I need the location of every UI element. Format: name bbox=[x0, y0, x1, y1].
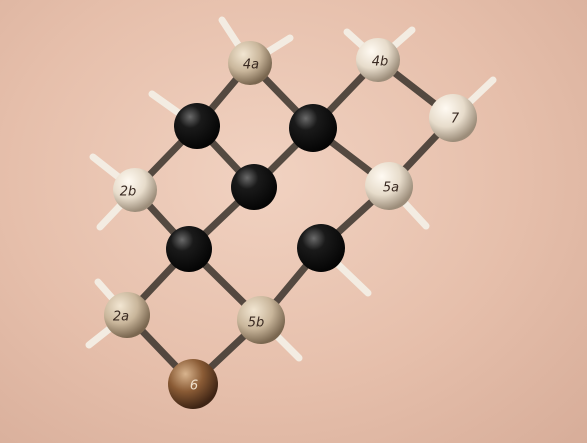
atom-carbon-top-left bbox=[174, 103, 220, 149]
atom-labels: 4a 4b 7 2b 5a 2a 5b 6 bbox=[113, 55, 460, 394]
atom-4b bbox=[356, 38, 400, 82]
atom-label-7: 7 bbox=[451, 112, 460, 127]
atom-label-5a: 5a bbox=[383, 181, 399, 196]
atom-label-2b: 2b bbox=[120, 185, 137, 200]
atom-carbon-mid-left bbox=[166, 226, 212, 272]
atom-5b bbox=[237, 296, 285, 344]
atom-carbon-top-right bbox=[289, 104, 337, 152]
atom-carbon-center bbox=[231, 164, 277, 210]
atom-2a bbox=[104, 292, 150, 338]
atom-carbon-mid-right bbox=[297, 224, 345, 272]
atom-label-6: 6 bbox=[190, 379, 198, 394]
atom-label-4b: 4b bbox=[372, 55, 389, 70]
atom-label-5b: 5b bbox=[248, 316, 265, 331]
atom-label-4a: 4a bbox=[243, 58, 259, 73]
atom-4a bbox=[228, 41, 272, 85]
atom-label-2a: 2a bbox=[113, 310, 129, 325]
atom-5a bbox=[365, 162, 413, 210]
atoms bbox=[104, 38, 477, 409]
atom-7 bbox=[429, 94, 477, 142]
atom-6 bbox=[168, 359, 218, 409]
atom-2b bbox=[113, 168, 157, 212]
